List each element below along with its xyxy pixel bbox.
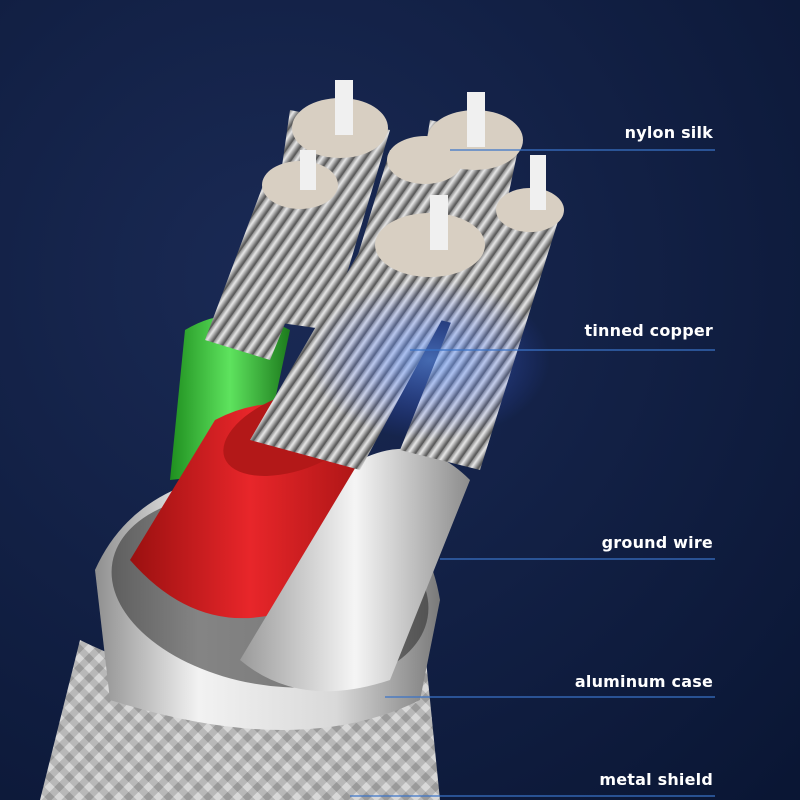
label-aluminum-case: aluminum case bbox=[574, 672, 713, 691]
leader-lines bbox=[350, 149, 715, 797]
label-nylon-silk: nylon silk bbox=[624, 123, 713, 142]
white-wire bbox=[240, 448, 470, 692]
label-tinned-copper: tinned copper bbox=[584, 321, 713, 340]
label-ground-wire: ground wire bbox=[601, 533, 713, 552]
label-metal-shield: metal shield bbox=[599, 770, 713, 789]
nylon-silk-cores bbox=[300, 80, 546, 250]
